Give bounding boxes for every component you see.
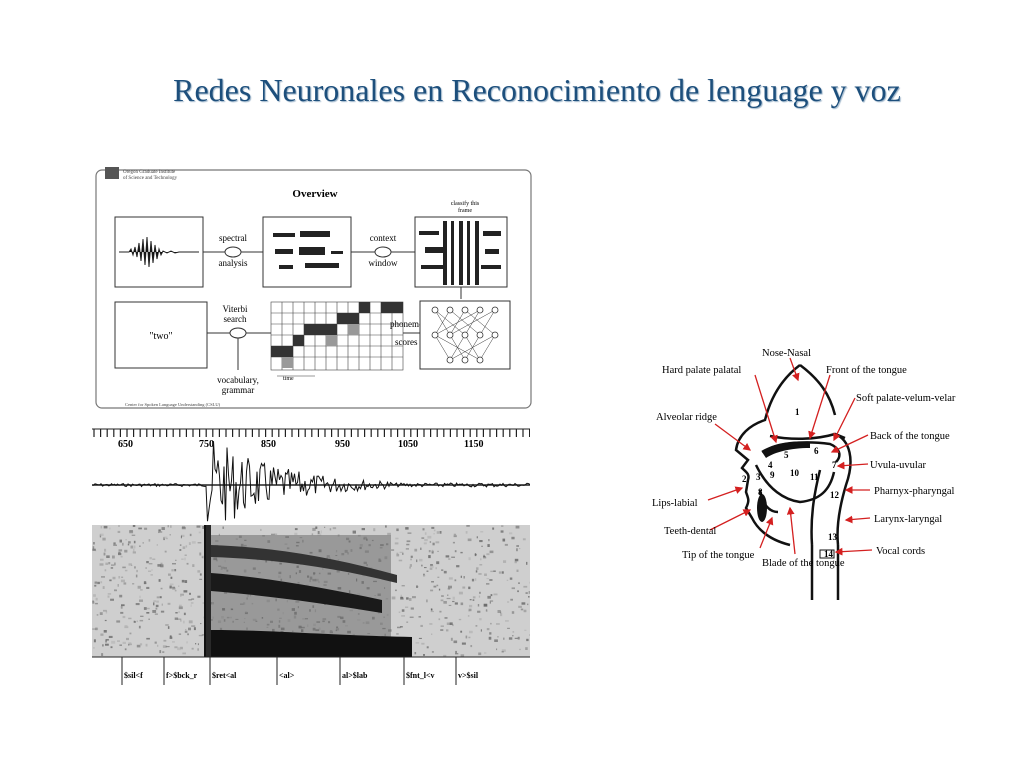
region-10: 10 <box>790 468 800 478</box>
region-2: 2 <box>742 474 747 484</box>
label-back-tongue: Back of the tongue <box>870 431 950 442</box>
segment-4: al>$lab <box>342 671 368 680</box>
speech-waveform <box>91 441 531 522</box>
slide-title: Redes Neuronales en Reconocimiento de le… <box>173 72 901 108</box>
spectral-label-2: analysis <box>219 258 248 268</box>
viterbi-label-1: Viterbi <box>223 304 248 314</box>
overview-footer: Center for Spoken Language Understanding… <box>125 402 221 407</box>
overview-heading: Overview <box>292 188 337 200</box>
output-word: "two" <box>149 331 172 342</box>
viterbi-label-2: search <box>224 314 247 324</box>
region-4: 4 <box>768 460 773 470</box>
label-teeth: Teeth-dental <box>664 526 716 537</box>
segment-0: $sil<f <box>124 671 143 680</box>
region-14: 14 <box>824 549 834 559</box>
region-8: 8 <box>758 487 763 497</box>
label-tip-tongue: Tip of the tongue <box>682 550 755 561</box>
tick-750: 750 <box>199 439 214 450</box>
region-5: 5 <box>784 450 789 460</box>
overview-diagram: Oregon Graduate Institute of Science and… <box>95 165 532 410</box>
segment-6: v>$sil <box>458 671 479 680</box>
tick-850: 850 <box>261 439 276 450</box>
tick-650: 650 <box>118 439 133 450</box>
tick-1150: 1150 <box>464 439 483 450</box>
label-blade-tongue: Blade of the tongue <box>762 558 845 569</box>
classify-label-2: frame <box>458 207 472 214</box>
phoneme-label-1: phoneme <box>390 319 423 329</box>
palate-shading <box>762 441 810 458</box>
label-front-tongue: Front of the tongue <box>826 365 907 376</box>
institute-logo <box>105 167 119 179</box>
classify-label-1: classify this <box>451 200 480 207</box>
region-1: 1 <box>795 407 800 417</box>
label-alveolar: Alveolar ridge <box>656 412 717 423</box>
lip-shading <box>757 494 767 522</box>
annotation-arrows <box>707 357 873 556</box>
tick-1050: 1050 <box>398 439 418 450</box>
speech-spectrogram <box>92 525 533 658</box>
institute-line-2: of Science and Technology <box>123 176 178 181</box>
vocal-tract-diagram: 1 2 3 4 5 6 7 8 9 10 11 12 13 14 <box>650 340 970 602</box>
region-9: 9 <box>770 470 775 480</box>
region-13: 13 <box>828 532 838 542</box>
region-7: 7 <box>832 460 837 470</box>
context-label-1: context <box>370 233 397 243</box>
neural-network-icon <box>434 309 496 361</box>
label-larynx: Larynx-laryngal <box>874 514 942 525</box>
segment-3: <al> <box>279 671 295 680</box>
label-uvula: Uvula-uvular <box>870 460 926 471</box>
vocab-label-1: vocabulary, <box>217 375 259 385</box>
spectral-label-1: spectral <box>219 233 247 243</box>
segment-5: $fnt_l<v <box>406 671 435 680</box>
institute-line-1: Oregon Graduate Institute <box>123 170 176 175</box>
region-3: 3 <box>756 472 761 482</box>
region-12: 12 <box>830 490 840 500</box>
speech-panel: 650 750 850 950 1050 1150 <box>91 425 533 687</box>
phoneme-label-2: scores <box>395 337 418 347</box>
label-soft-palate: Soft palate-velum-velar <box>856 393 956 404</box>
label-lips: Lips-labial <box>652 498 698 509</box>
label-nose: Nose-Nasal <box>762 348 811 359</box>
tick-950: 950 <box>335 439 350 450</box>
segment-1: f>$bck_r <box>166 671 198 680</box>
time-label: time <box>283 376 294 382</box>
vocab-label-2: grammar <box>222 385 254 395</box>
output-word-box <box>114 301 208 369</box>
label-vocal-cords: Vocal cords <box>876 546 925 557</box>
label-hard-palate: Hard palate palatal <box>662 365 741 376</box>
label-pharynx: Pharnyx-pharyngal <box>874 486 955 497</box>
context-label-2: window <box>369 258 399 268</box>
region-6: 6 <box>814 446 819 456</box>
segment-2: $ret<al <box>212 671 237 680</box>
region-11: 11 <box>810 472 819 482</box>
